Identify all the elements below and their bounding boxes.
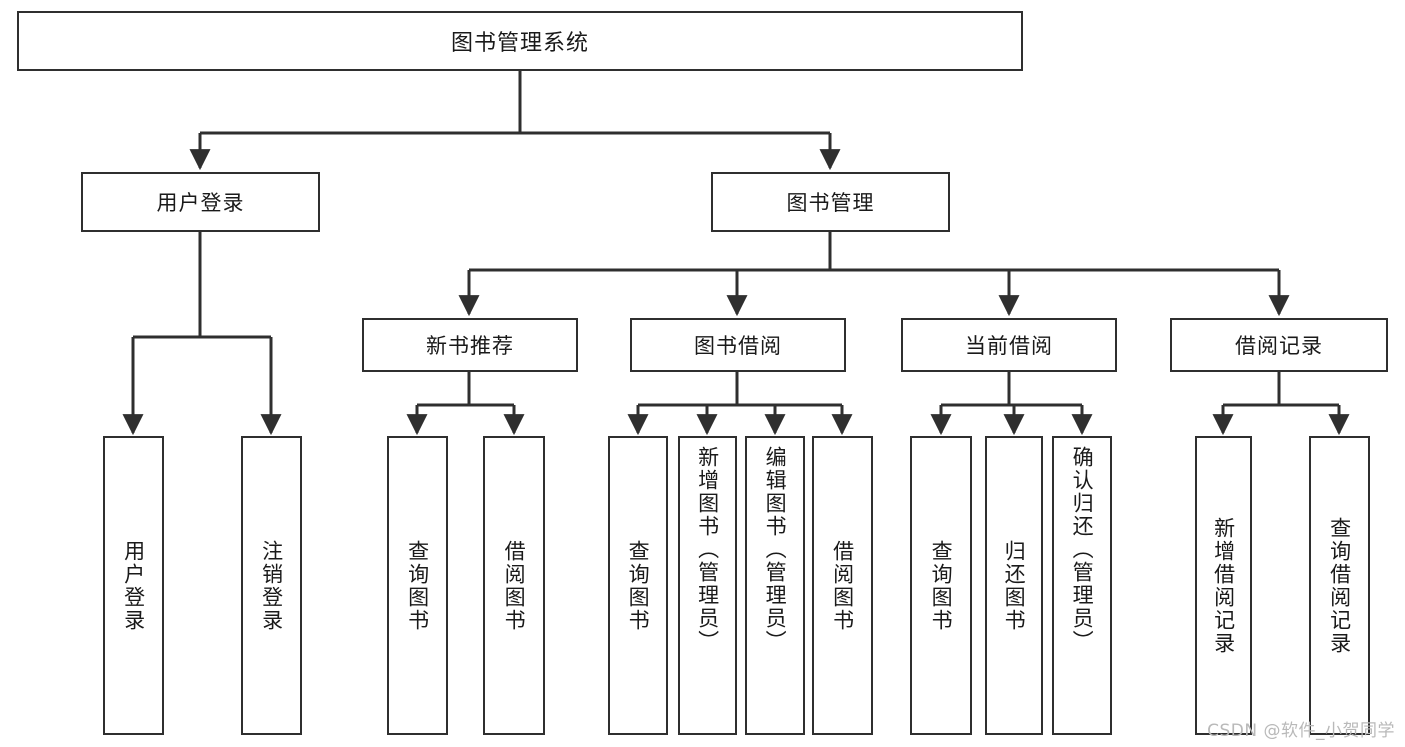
leaf-return-book[interactable]: 归还图书 (985, 436, 1043, 735)
watermark: CSDN @软件_小贺同学 (1207, 721, 1395, 741)
leaf-query-borrow-record[interactable]: 查询借阅记录 (1309, 436, 1370, 735)
node-book-borrow[interactable]: 图书借阅 (630, 318, 846, 372)
node-root-book-management-system[interactable]: 图书管理系统 (17, 11, 1023, 71)
leaf-add-book-admin[interactable]: 新增图书（管理员） (678, 436, 737, 735)
node-label: 注销登录 (259, 539, 284, 632)
leaf-add-borrow-record[interactable]: 新增借阅记录 (1195, 436, 1252, 735)
node-label: 借阅记录 (1235, 334, 1323, 358)
node-label: 图书管理 (786, 191, 875, 215)
node-label: 归还图书 (1002, 539, 1027, 632)
leaf-query-book-current[interactable]: 查询图书 (910, 436, 972, 735)
node-label: 当前借阅 (965, 334, 1053, 358)
node-label: 图书管理系统 (450, 31, 589, 56)
node-label: 查询图书 (929, 539, 954, 632)
node-label: 查询图书 (405, 539, 430, 632)
node-label: 确认归还（管理员） (1070, 446, 1095, 653)
leaf-query-book-recommend[interactable]: 查询图书 (387, 436, 448, 735)
node-label: 查询借阅记录 (1327, 516, 1352, 655)
node-label: 图书借阅 (694, 334, 782, 358)
node-user-login[interactable]: 用户登录 (81, 172, 320, 232)
node-book-management[interactable]: 图书管理 (711, 172, 950, 232)
leaf-borrow-book[interactable]: 借阅图书 (812, 436, 873, 735)
leaf-edit-book-admin[interactable]: 编辑图书（管理员） (745, 436, 805, 735)
leaf-borrow-book-recommend[interactable]: 借阅图书 (483, 436, 545, 735)
leaf-logout[interactable]: 注销登录 (241, 436, 302, 735)
node-label: 新增图书（管理员） (695, 446, 720, 653)
node-label: 编辑图书（管理员） (763, 446, 788, 653)
leaf-user-login[interactable]: 用户登录 (103, 436, 164, 735)
node-label: 用户登录 (121, 539, 146, 632)
node-label: 新增借阅记录 (1211, 516, 1236, 655)
node-label: 查询图书 (626, 539, 651, 632)
node-borrow-records[interactable]: 借阅记录 (1170, 318, 1388, 372)
leaf-query-book-borrow[interactable]: 查询图书 (608, 436, 668, 735)
node-new-book-recommend[interactable]: 新书推荐 (362, 318, 578, 372)
node-label: 借阅图书 (830, 539, 855, 632)
node-label: 用户登录 (156, 191, 245, 215)
leaf-confirm-return-admin[interactable]: 确认归还（管理员） (1052, 436, 1112, 735)
node-current-borrow[interactable]: 当前借阅 (901, 318, 1117, 372)
node-label: 借阅图书 (502, 539, 527, 632)
node-label: 新书推荐 (426, 334, 514, 358)
